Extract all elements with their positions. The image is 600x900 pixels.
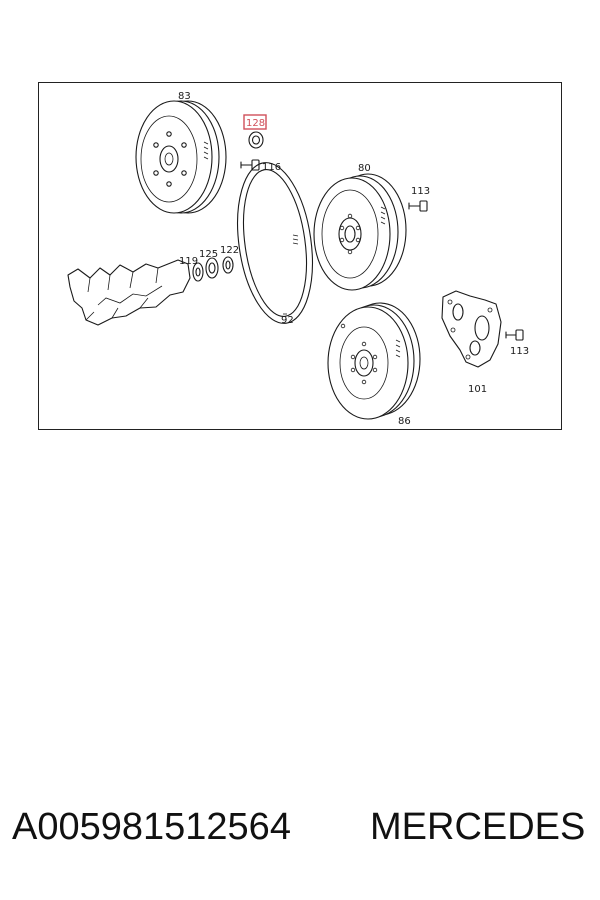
label-101: 101 [468, 384, 487, 395]
part-92-ring[interactable] [228, 158, 322, 328]
part-128-bearing[interactable] [248, 131, 264, 149]
label-92: 92 [281, 315, 294, 326]
part-125-bearing[interactable] [205, 257, 219, 279]
label-83: 83 [178, 91, 191, 102]
brand-name: MERCEDES [370, 806, 586, 848]
part-83-pulley[interactable] [135, 100, 227, 214]
part-122-ring[interactable] [222, 256, 234, 274]
part-number: A005981512564 [12, 806, 291, 848]
diagram-border [38, 82, 562, 430]
part-119-seal[interactable] [192, 262, 204, 282]
label-113-upper: 113 [411, 186, 430, 197]
label-122: 122 [220, 245, 239, 256]
exploded-view-drawing: 83 128 116 92 119 125 122 [38, 82, 562, 430]
label-128[interactable]: 128 [246, 118, 265, 129]
part-113-bolt-upper[interactable] [408, 200, 428, 212]
part-113-bolt-lower[interactable] [505, 329, 524, 341]
label-86: 86 [398, 416, 411, 427]
part-101-cover-plate[interactable] [441, 290, 502, 368]
label-113-lower: 113 [510, 346, 529, 357]
label-125: 125 [199, 249, 218, 260]
label-116: 116 [262, 162, 281, 173]
part-86-drive-plate[interactable] [327, 302, 421, 420]
part-80-flywheel[interactable] [313, 173, 407, 291]
crankshaft [67, 259, 191, 326]
parts-diagram: 83 128 116 92 119 125 122 [38, 82, 562, 430]
caption-bar: A005981512564 MERCEDES [0, 800, 600, 860]
label-80: 80 [358, 163, 371, 174]
label-119: 119 [179, 256, 198, 267]
highlight-box-128 [243, 114, 267, 130]
